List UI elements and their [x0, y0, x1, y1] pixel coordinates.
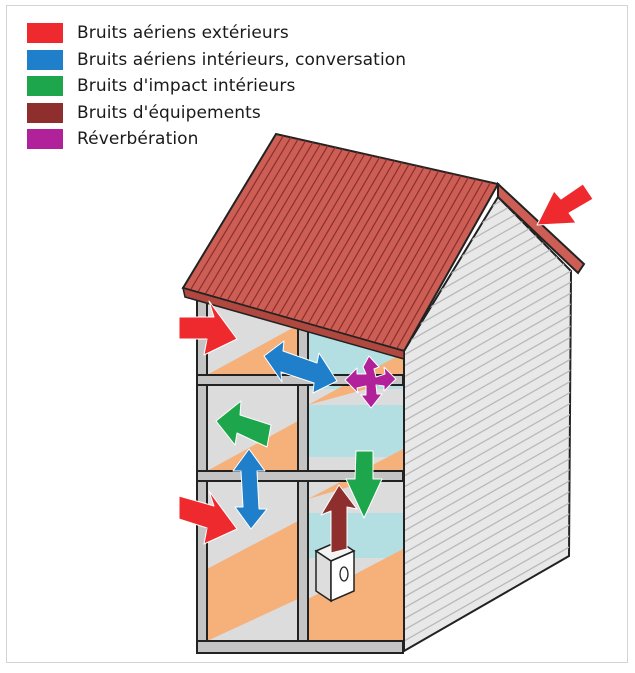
- interior-airborne-arrow-horizontal: [263, 340, 338, 394]
- ground-slab: [196, 640, 404, 654]
- legend-label: Bruits d'impact intérieurs: [77, 76, 296, 97]
- interior-airborne-arrow-vertical: [232, 448, 268, 530]
- roof-gable-edge: [497, 181, 586, 275]
- legend-swatch: [27, 76, 63, 97]
- exterior-noise-arrow-top: [178, 300, 238, 356]
- room-mid-right-wall: [303, 405, 405, 457]
- roof-eave: [181, 286, 405, 360]
- legend-swatch: [27, 129, 63, 150]
- legend-item-exterior-airborne: Bruits aériens extérieurs: [27, 20, 406, 47]
- reverberation-arrow: [344, 355, 397, 409]
- impact-arrow-left: [215, 400, 272, 448]
- equipment-noise-arrow: [320, 484, 358, 554]
- legend-item-equipment: Bruits d'équipements: [27, 100, 406, 127]
- legend-swatch: [27, 49, 63, 70]
- side-wall: [403, 195, 573, 653]
- legend-item-interior-airborne: Bruits aériens intérieurs, conversation: [27, 47, 406, 74]
- legend-label: Réverbération: [77, 129, 199, 150]
- figure-frame: Bruits aériens extérieurs Bruits aériens…: [6, 5, 628, 663]
- house-diagram: [178, 132, 594, 654]
- floor-mid-left: [207, 421, 298, 471]
- legend-label: Bruits d'équipements: [77, 102, 261, 123]
- legend-item-impact: Bruits d'impact intérieurs: [27, 73, 406, 100]
- impact-arrow-down: [345, 450, 383, 519]
- legend-label: Bruits aériens extérieurs: [77, 23, 289, 44]
- legend-item-reverberation: Réverbération: [27, 126, 406, 153]
- legend-swatch: [27, 102, 63, 123]
- legend: Bruits aériens extérieurs Bruits aériens…: [27, 20, 406, 153]
- floor-bottom-left: [207, 521, 298, 641]
- floor-bottom-right: [308, 549, 403, 641]
- legend-label: Bruits aériens intérieurs, conversation: [77, 49, 407, 70]
- roof: [181, 132, 586, 360]
- legend-swatch: [27, 23, 63, 44]
- exterior-noise-arrow-bottom: [178, 490, 238, 545]
- exterior-noise-arrow-roof: [536, 183, 594, 226]
